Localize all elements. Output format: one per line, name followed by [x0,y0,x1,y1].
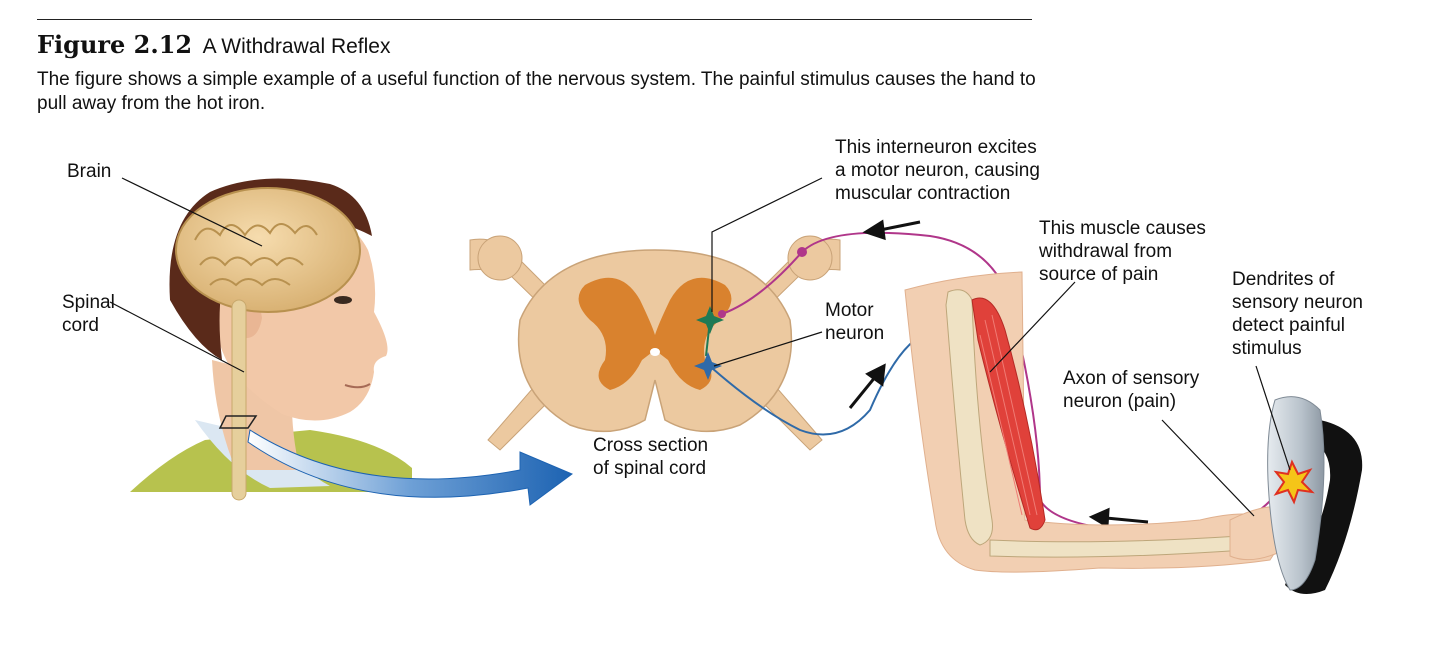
label-interneuron-line2: a motor neuron, causing [835,160,1040,181]
label-dendrites-line4: stimulus [1232,338,1302,359]
leader-muscle [989,281,1076,373]
sensory-terminal [718,310,726,318]
label-motor-neuron-line1: Motor [825,300,874,321]
label-muscle-line1: This muscle causes [1039,218,1206,239]
head-figure [130,178,412,501]
iron-handle [1285,420,1363,594]
motor-neuron-star [694,352,722,380]
label-interneuron-line3: muscular contraction [835,183,1011,204]
gray-matter [578,277,732,390]
central-canal [650,348,660,356]
spinal-cross-section [469,235,841,451]
label-spinal-cord: Spinal cord [62,291,115,337]
label-dendrites-line2: sensory neuron [1232,292,1363,313]
leader-brain [121,177,263,247]
label-muscle-line3: source of pain [1039,264,1159,285]
label-spinal-cord-line2: cord [62,315,99,336]
label-motor-neuron-line2: neuron [825,323,885,344]
label-dendrites-line3: detect painful [1232,315,1346,336]
biceps [971,297,1046,531]
top-rule [37,19,1032,20]
label-cross-section-line2: of spinal cord [593,458,707,479]
ganglion-right [787,235,833,281]
brain-shape [175,187,361,313]
leader-axon [1161,419,1255,517]
leader-spinal-cord [109,301,245,373]
eye [334,296,352,304]
label-dendrites: Dendrites of sensory neuron detect painf… [1232,268,1363,360]
label-interneuron-line1: This interneuron excites [835,137,1037,158]
interneuron-star [696,306,724,334]
label-motor-neuron: Motor neuron [825,299,884,345]
signal-arrow-2 [848,363,886,409]
pain-burst [1273,459,1315,505]
label-muscle-line2: withdrawal from [1039,241,1173,262]
biceps-striations [979,314,1038,516]
label-dendrites-line1: Dendrites of [1232,269,1335,290]
hot-iron [1267,396,1363,594]
zoom-arrow [247,429,574,506]
figure-title: A Withdrawal Reflex [202,35,391,58]
ganglion-left [477,235,523,281]
arm [904,271,1294,573]
mouth [344,383,371,389]
leader-lines [109,177,1291,517]
sensory-neuron-inner [721,251,803,315]
signal-arrow-1 [862,219,921,241]
label-cross-section: Cross section of spinal cord [593,434,708,480]
brain-folds [194,223,318,287]
signal-arrow-3 [1088,507,1149,529]
spinal-cord-shape [231,299,247,501]
label-brain: Brain [67,161,112,182]
label-axon-line2: neuron (pain) [1063,391,1177,412]
label-axon-line1: Axon of sensory [1063,368,1200,389]
label-spinal-cord-line1: Spinal [62,292,115,313]
sensory-cell-body [797,247,807,257]
figure-caption: The figure shows a simple example of a u… [37,69,1036,114]
section-marker [218,415,258,429]
label-axon: Axon of sensory neuron (pain) [1063,367,1199,413]
leader-dendrites [1255,365,1291,471]
label-cross-section-line1: Cross section [593,435,709,456]
figure-number: Figure 2.12 [37,30,193,59]
label-interneuron: This interneuron excites a motor neuron,… [835,136,1040,205]
figure-heading: Figure 2.12 A Withdrawal Reflex [37,30,390,59]
leader-motor [713,331,823,367]
label-muscle: This muscle causes withdrawal from sourc… [1039,217,1206,286]
leader-interneuron [711,177,823,312]
